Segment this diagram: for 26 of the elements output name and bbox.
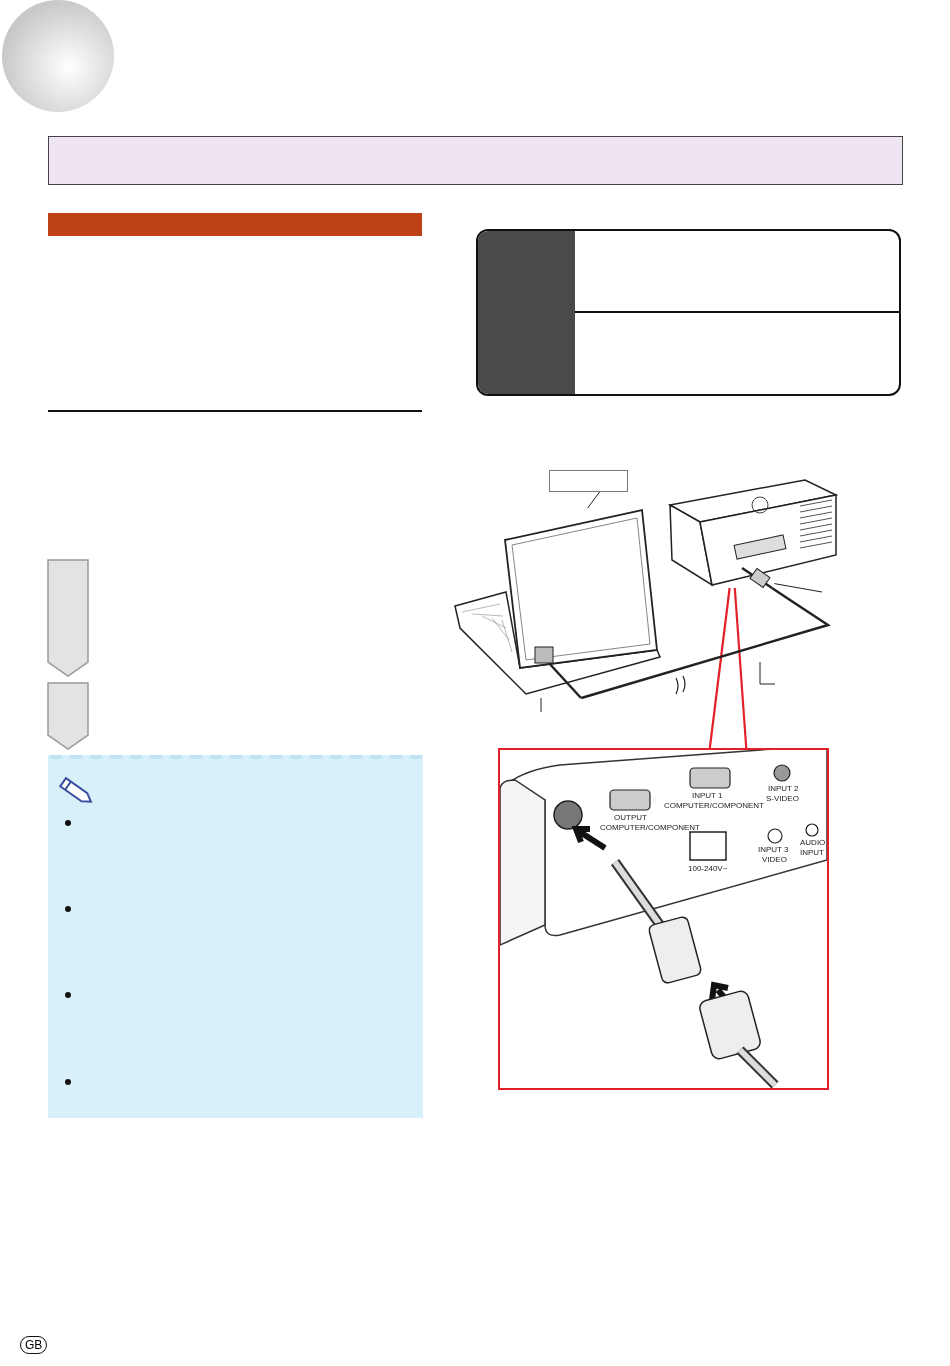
section-heading-bar bbox=[48, 213, 422, 236]
port-label: INPUT 3 bbox=[758, 845, 789, 854]
leader-line bbox=[587, 491, 601, 509]
note-panel bbox=[48, 755, 423, 1118]
projector-drawing bbox=[666, 478, 838, 588]
port-label: S-VIDEO bbox=[766, 794, 799, 803]
port-label: INPUT bbox=[800, 848, 824, 857]
zoom-line bbox=[733, 587, 748, 749]
spec-table bbox=[476, 229, 901, 396]
laptop-drawing bbox=[452, 508, 664, 698]
port-label: OUTPUT bbox=[614, 813, 647, 822]
port-label: COMPUTER/COMPONENT bbox=[600, 823, 700, 832]
cable-line bbox=[580, 586, 831, 700]
leader-line bbox=[773, 583, 823, 593]
leader-line bbox=[540, 697, 542, 713]
port-label: VIDEO bbox=[762, 855, 787, 864]
step-tab bbox=[48, 560, 88, 676]
port-label: INPUT 2 bbox=[768, 784, 799, 793]
port-label: COMPUTER/COMPONENT bbox=[664, 801, 764, 810]
header-band bbox=[48, 136, 903, 185]
port-label: 100-240V~ bbox=[688, 864, 728, 873]
label-box bbox=[549, 470, 628, 492]
step-tab bbox=[48, 683, 88, 749]
zoom-line bbox=[708, 587, 731, 749]
port-label: AUDIO bbox=[800, 838, 826, 847]
port-label: INPUT 1 bbox=[692, 791, 723, 800]
